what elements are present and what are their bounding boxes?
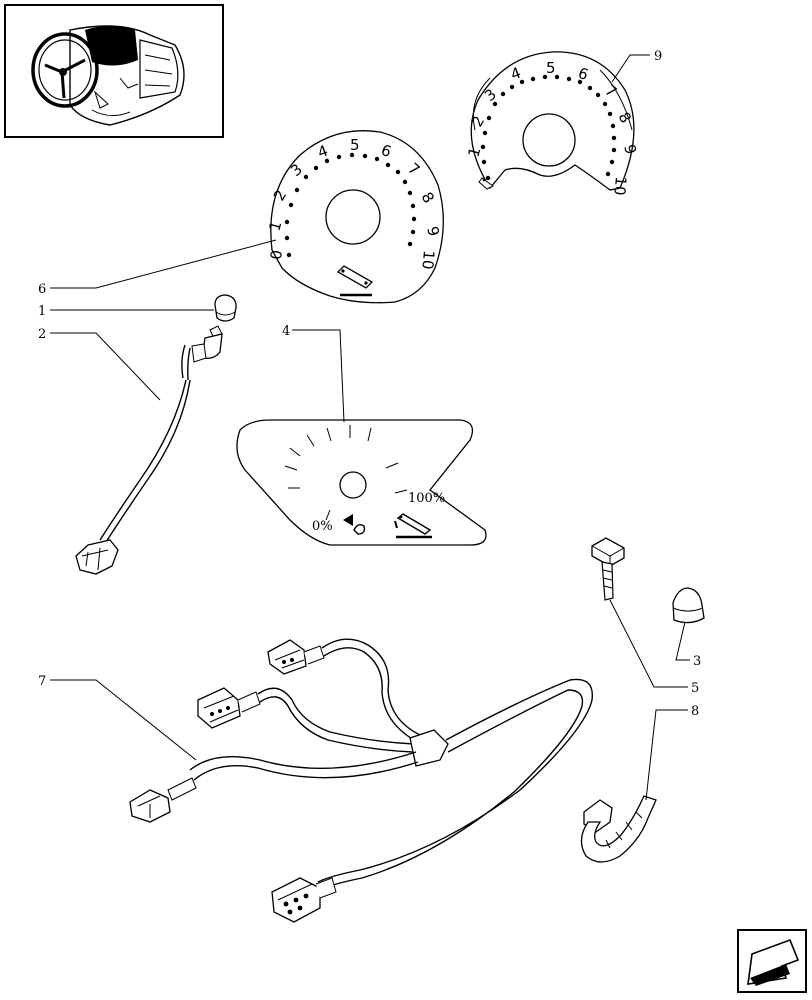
tacho-large-num-1: 1 — [265, 219, 285, 233]
leader-lines — [50, 54, 690, 801]
callout-4: 4 — [282, 324, 290, 339]
callout-9: 9 — [654, 49, 662, 64]
fuel-pump-icon — [343, 514, 366, 535]
callout-5: 5 — [691, 681, 699, 696]
fuel-gauge-ticks — [284, 425, 408, 521]
fuel-empty-label: 0% — [312, 519, 333, 534]
tacho-large-num-5: 5 — [350, 136, 360, 154]
fuel-gauge-face: 0% 100% — [236, 419, 487, 546]
tachometer-small-dots — [480, 74, 617, 181]
wiring-harness-part — [129, 638, 594, 923]
thumbnail-view — [4, 4, 224, 138]
lamp-holder-wire-part — [75, 325, 223, 575]
bulb-cap-part — [214, 294, 237, 322]
tachometer-face-large: 0 1 2 3 4 5 6 7 8 9 10 — [265, 130, 444, 304]
tachometer-large-dots — [284, 152, 417, 258]
hour-meter-icon — [336, 265, 374, 297]
hour-meter-icon — [394, 513, 432, 539]
callout-2: 2 — [38, 327, 46, 342]
tacho-small-num-5: 5 — [546, 59, 556, 77]
cable-clip-part — [580, 795, 657, 863]
callout-3: 3 — [693, 654, 701, 669]
tacho-small-num-9: 9 — [620, 142, 640, 156]
tacho-small-num-10: 10 — [610, 176, 630, 197]
fastener-part — [591, 537, 625, 601]
callout-8: 8 — [691, 704, 699, 719]
page-nav-arrow-icon[interactable] — [737, 929, 807, 993]
tacho-large-num-10: 10 — [418, 250, 438, 271]
callout-7: 7 — [38, 674, 46, 689]
hour-meter-icon — [478, 177, 494, 190]
tractor-cab-steering-wheel-icon — [31, 25, 185, 126]
tachometer-face-small: 1 2 3 4 5 6 7 8 9 10 — [464, 51, 640, 197]
tacho-small-num-1: 1 — [464, 145, 484, 159]
bulb-dome-part — [672, 587, 705, 624]
callout-6: 6 — [38, 282, 46, 297]
tacho-large-num-0: 0 — [267, 249, 286, 260]
tacho-large-num-9: 9 — [423, 224, 443, 238]
callout-1: 1 — [38, 304, 46, 319]
fuel-full-label: 100% — [408, 491, 445, 506]
